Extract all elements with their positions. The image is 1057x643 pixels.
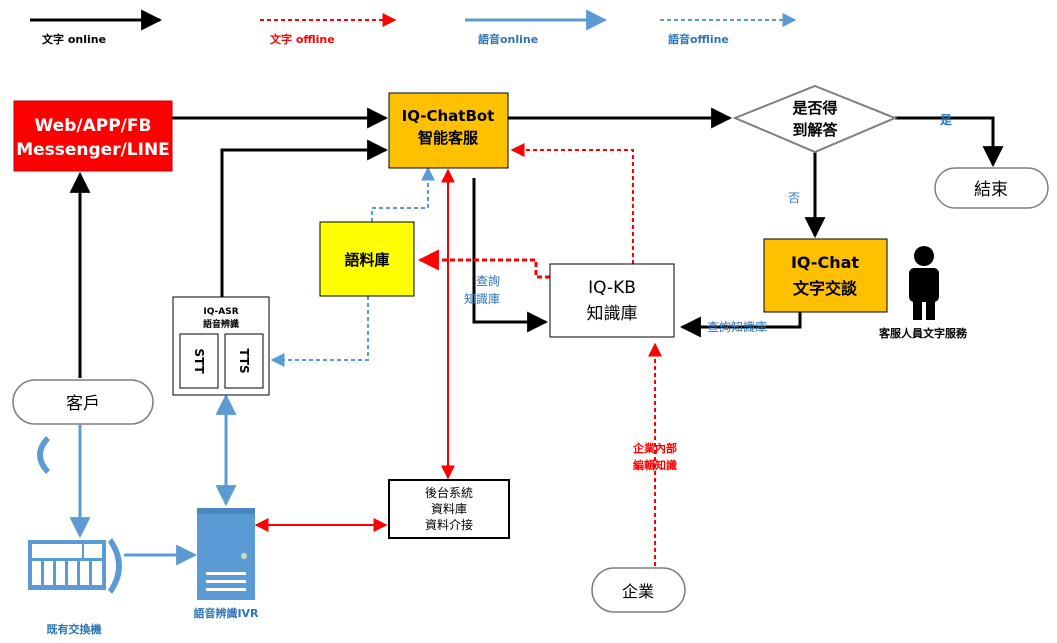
node-corpus-label: 語料庫 bbox=[344, 251, 389, 269]
node-kb-label-2: 知識庫 bbox=[587, 304, 638, 324]
node-corpus: 語料庫 bbox=[319, 221, 415, 297]
node-backend-label-3: 資料介接 bbox=[425, 517, 473, 532]
node-chatbot-label-2: 智能客服 bbox=[418, 129, 479, 147]
node-end-label: 結束 bbox=[974, 180, 1008, 200]
phone-handset-icon bbox=[37, 436, 50, 474]
node-stt: STT bbox=[179, 333, 219, 389]
edge-label-query-kb-left-2: 知識庫 bbox=[464, 292, 500, 306]
node-enterprise: 企業 bbox=[591, 567, 686, 613]
node-tts: TTS bbox=[224, 333, 264, 389]
pbx-switch-icon bbox=[28, 538, 122, 594]
edge-labels: 是 否 查詢 知識庫 查詢知識庫 企業內部 編輯知識 bbox=[464, 113, 953, 472]
edge-label-yes: 是 bbox=[939, 113, 953, 127]
node-web-channels: Web/APP/FB Messenger/LINE bbox=[13, 100, 173, 172]
node-customer: 客戶 bbox=[12, 379, 154, 425]
edge-label-no: 否 bbox=[788, 191, 800, 205]
person-icon bbox=[909, 246, 939, 320]
edge-kb-to-chatbot bbox=[510, 143, 634, 264]
node-decision: 是否得 到解答 bbox=[732, 84, 898, 154]
node-end: 結束 bbox=[934, 167, 1049, 209]
legend-voice-offline-label: 語音offline bbox=[668, 32, 729, 46]
node-decision-label-2: 到解答 bbox=[792, 121, 838, 139]
edge-kb-to-corpus bbox=[417, 249, 550, 279]
edge-corpus-to-chatbot bbox=[371, 166, 435, 222]
legend-text-offline-label: 文字 offline bbox=[270, 32, 335, 46]
edge-asr-to-chatbot bbox=[220, 139, 389, 297]
legend-text-online-label: 文字 online bbox=[42, 32, 106, 46]
node-backend: 後台系統 資料庫 資料介接 bbox=[388, 479, 510, 539]
edge-label-enterprise-edit-1: 企業內部 bbox=[632, 441, 677, 455]
node-iqchat-label-2: 文字交談 bbox=[793, 279, 858, 298]
node-decision-label-1: 是否得 bbox=[791, 99, 837, 117]
node-web-label-1: Web/APP/FB bbox=[35, 116, 152, 136]
node-web-label-2: Messenger/LINE bbox=[16, 140, 170, 160]
edge-label-enterprise-edit-2: 編輯知識 bbox=[633, 458, 677, 472]
edge-corpus-to-tts bbox=[270, 296, 369, 367]
legend-voice-online-label: 語音online bbox=[478, 32, 538, 46]
edge-decision-to-end bbox=[895, 116, 1004, 168]
node-iqchat-label-1: IQ-Chat bbox=[791, 253, 859, 272]
agent-label: 客服人員文字服務 bbox=[878, 326, 968, 340]
node-kb: IQ-KB 知識庫 bbox=[549, 263, 675, 338]
legend: 文字 online 文字 offline 語音online 語音offline bbox=[30, 9, 797, 46]
node-backend-label-2: 資料庫 bbox=[431, 502, 467, 516]
node-chatbot-label-1: IQ-ChatBot bbox=[402, 107, 495, 125]
node-asr-title-1: IQ-ASR bbox=[203, 307, 238, 317]
node-stt-label: STT bbox=[192, 348, 206, 374]
server-icon bbox=[197, 508, 255, 600]
node-customer-label: 客戶 bbox=[66, 394, 100, 414]
ivr-label: 語音辨識IVR bbox=[193, 606, 259, 620]
node-enterprise-label: 企業 bbox=[622, 582, 654, 601]
node-asr: IQ-ASR 語音辨識 STT TTS bbox=[172, 296, 270, 396]
node-chatbot: IQ-ChatBot 智能客服 bbox=[388, 92, 509, 169]
edge-iqchat-to-kb bbox=[679, 312, 802, 338]
node-asr-title-2: 語音辨識 bbox=[203, 318, 239, 330]
edge-label-query-kb-left-1: 查詢 bbox=[476, 273, 500, 288]
node-kb-label-1: IQ-KB bbox=[588, 278, 636, 298]
edge-chatbot-to-kb bbox=[472, 178, 549, 333]
node-iqchat: IQ-Chat 文字交談 bbox=[763, 238, 888, 313]
node-tts-label: TTS bbox=[237, 348, 251, 373]
pbx-label: 既有交換機 bbox=[47, 622, 102, 636]
node-backend-label-1: 後台系統 bbox=[425, 485, 473, 500]
connectors bbox=[69, 107, 1004, 566]
edge-label-query-kb-right: 查詢知識庫 bbox=[707, 319, 767, 334]
